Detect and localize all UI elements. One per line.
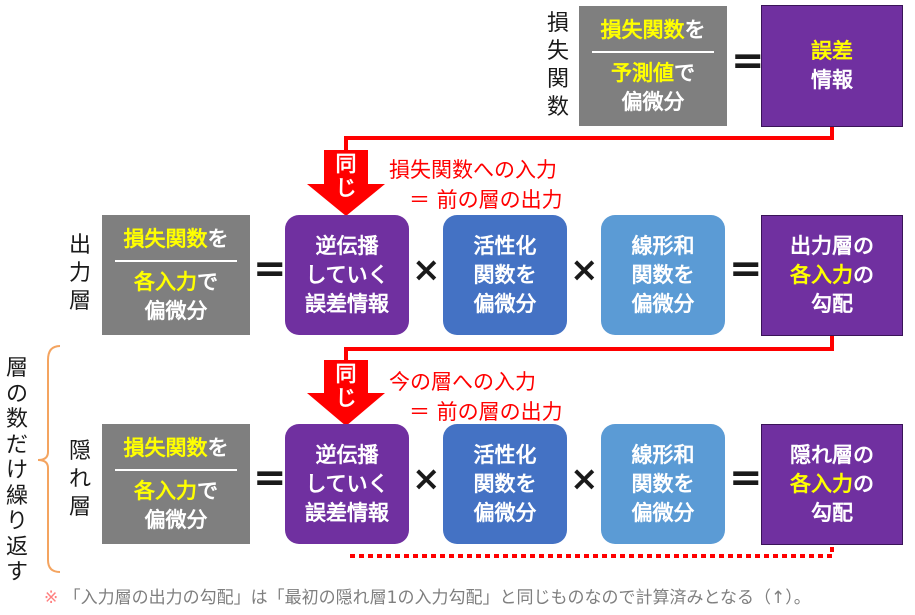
hidden-backprop-line2: していく bbox=[305, 471, 389, 496]
output-linear-line1: 線形和 bbox=[631, 233, 695, 258]
output-result-line1: 出力層の bbox=[790, 234, 874, 258]
hidden-linear-line1: 線形和 bbox=[631, 442, 695, 467]
output-gray-line3: 偏微分 bbox=[144, 298, 208, 323]
connector-2 bbox=[344, 336, 834, 360]
hidden-linear-line3: 偏微分 bbox=[631, 500, 695, 525]
hidden-backprop-line1: 逆伝播 bbox=[315, 442, 379, 467]
divider bbox=[115, 468, 237, 471]
hidden-backprop-line3: 誤差情報 bbox=[305, 500, 389, 525]
top-gray-line3: 偏微分 bbox=[621, 89, 685, 114]
hidden-equals: = bbox=[253, 455, 287, 501]
hidden-linear-box: 線形和 関数を 偏微分 bbox=[601, 424, 725, 544]
hidden-activation-line2: 関数を bbox=[473, 471, 537, 496]
transition-2-note-line2: ＝ 前の層の出力 bbox=[409, 400, 563, 424]
footnote-mark: ※ bbox=[44, 588, 59, 608]
hidden-gray-line3: 偏微分 bbox=[144, 507, 208, 532]
output-equals: = bbox=[253, 246, 287, 292]
output-gray-line1: 損失関数を bbox=[123, 226, 229, 251]
output-result-line2: 各入力の bbox=[790, 263, 874, 287]
top-equals: = bbox=[731, 38, 765, 84]
hidden-result-line2: 各入力の bbox=[790, 472, 874, 496]
output-linear-box: 線形和 関数を 偏微分 bbox=[601, 215, 725, 335]
output-times-1: × bbox=[412, 250, 441, 290]
transition-2-note-line1: 今の層への入力 bbox=[389, 370, 536, 394]
output-linear-line2: 関数を bbox=[631, 262, 695, 287]
top-result-line1: 誤差 bbox=[811, 39, 853, 63]
arrow-2 bbox=[307, 360, 385, 426]
output-result-box: 出力層の 各入力の 勾配 bbox=[761, 215, 903, 336]
hidden-gray-line1: 損失関数を bbox=[123, 435, 229, 460]
output-backprop-box: 逆伝播 していく 誤差情報 bbox=[285, 215, 409, 335]
output-gray-line2: 各入力で bbox=[134, 269, 218, 294]
top-result-line2: 情報 bbox=[811, 68, 853, 92]
hidden-activation-box: 活性化 関数を 偏微分 bbox=[443, 424, 567, 544]
output-backprop-line1: 逆伝播 bbox=[315, 233, 379, 258]
hidden-linear-line2: 関数を bbox=[631, 471, 695, 496]
hidden-equals-2: = bbox=[729, 455, 763, 501]
same-badge-2: 同じ bbox=[335, 362, 357, 410]
hidden-backprop-box: 逆伝播 していく 誤差情報 bbox=[285, 424, 409, 544]
arrow-1 bbox=[307, 150, 385, 216]
connector-dotted bbox=[350, 546, 834, 558]
repeat-brace bbox=[37, 345, 61, 573]
hidden-activation-line1: 活性化 bbox=[473, 442, 537, 467]
output-linear-line3: 偏微分 bbox=[631, 291, 695, 316]
top-gray-line1: 損失関数を bbox=[600, 17, 706, 42]
hidden-result-box: 隠れ層の 各入力の 勾配 bbox=[761, 424, 903, 545]
connector-1 bbox=[344, 127, 834, 150]
top-row-label: 損失関数 bbox=[547, 11, 570, 120]
output-backprop-line3: 誤差情報 bbox=[305, 291, 389, 316]
footnote-text: 「入力層の出力の勾配」は「最初の隠れ層1の入力勾配」と同じものなので計算済みとな… bbox=[63, 588, 811, 608]
hidden-result-line3: 勾配 bbox=[811, 501, 853, 525]
hidden-times-1: × bbox=[412, 459, 441, 499]
output-row-label: 出力層 bbox=[69, 233, 92, 314]
transition-1-note-line2: ＝ 前の層の出力 bbox=[409, 188, 563, 212]
output-equals-2: = bbox=[729, 246, 763, 292]
footnote: ※ 「入力層の出力の勾配」は「最初の隠れ層1の入力勾配」と同じものなので計算済み… bbox=[44, 583, 811, 608]
hidden-gray-box: 損失関数を 各入力で 偏微分 bbox=[102, 424, 250, 544]
hidden-activation-line3: 偏微分 bbox=[473, 500, 537, 525]
output-activation-box: 活性化 関数を 偏微分 bbox=[443, 215, 567, 335]
output-times-2: × bbox=[570, 250, 599, 290]
output-result-line3: 勾配 bbox=[811, 292, 853, 316]
divider bbox=[115, 259, 237, 262]
output-activation-line2: 関数を bbox=[473, 262, 537, 287]
top-gray-line2: 予測値で bbox=[611, 60, 695, 85]
transition-1-note-line1: 損失関数への入力 bbox=[389, 158, 557, 182]
divider bbox=[592, 50, 714, 53]
same-badge-1: 同じ bbox=[335, 152, 357, 200]
top-result-box: 誤差 情報 bbox=[761, 5, 903, 127]
hidden-result-line1: 隠れ層の bbox=[790, 443, 874, 467]
output-activation-line3: 偏微分 bbox=[473, 291, 537, 316]
repeat-label: 層の数だけ繰り返す bbox=[6, 356, 29, 585]
output-backprop-line2: していく bbox=[305, 262, 389, 287]
hidden-row-label: 隠れ層 bbox=[69, 439, 92, 520]
top-gray-box: 損失関数を 予測値で 偏微分 bbox=[579, 6, 727, 126]
output-activation-line1: 活性化 bbox=[473, 233, 537, 258]
hidden-gray-line2: 各入力で bbox=[134, 478, 218, 503]
output-gray-box: 損失関数を 各入力で 偏微分 bbox=[102, 215, 250, 335]
hidden-times-2: × bbox=[570, 459, 599, 499]
